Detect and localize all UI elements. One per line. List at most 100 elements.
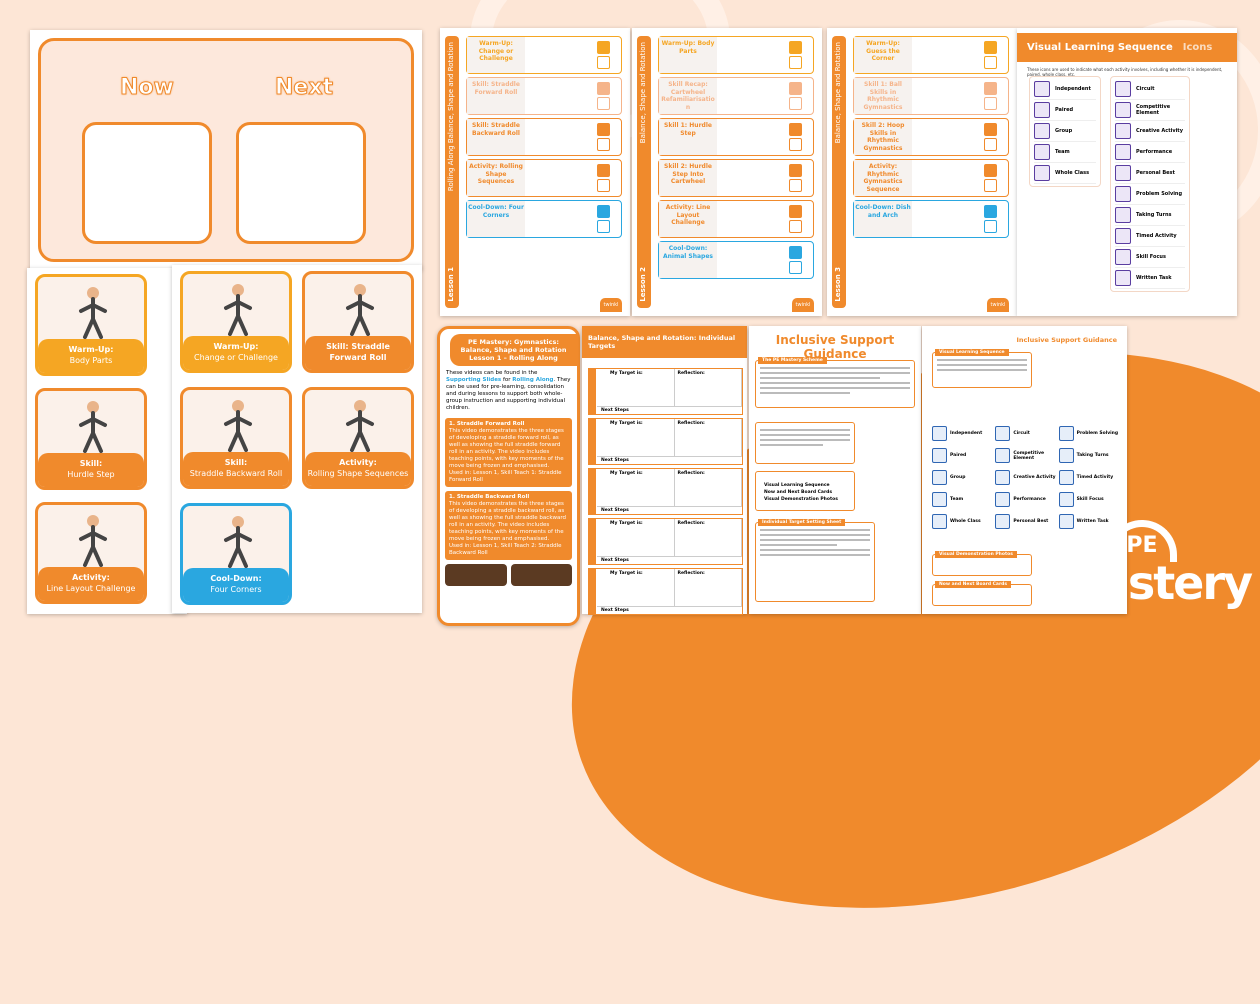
activity-icon [789,205,802,218]
step-illustration [717,37,789,73]
target-row[interactable]: My Target is:Reflection:Next Steps [588,368,743,415]
next-steps-field[interactable]: Next Steps [597,506,742,514]
sequence-step: Warm-Up: Change or Challenge [466,36,622,74]
skill-focus-icon [1115,249,1131,265]
activity-icon [789,41,802,54]
performance-icon [995,492,1011,507]
step-illustration [912,78,984,114]
circuit-icon [1115,81,1131,97]
icon-legend-item: Performance [1115,142,1185,163]
target-field[interactable]: My Target is: [596,469,675,514]
activity-icon [597,82,610,95]
card-title: Activity: [339,458,377,467]
activity-card[interactable]: Skill: Hurdle Step [35,388,147,490]
card-subtitle: Rolling Shape Sequences [307,469,409,478]
activity-icon [984,123,997,136]
video-page-intro: These videos can be found in the Support… [446,370,571,411]
target-field[interactable]: My Target is: [596,569,675,614]
reflection-field[interactable]: Reflection: [675,369,742,414]
activity-icon [789,82,802,95]
step-illustration [912,37,984,73]
team-icon [1034,144,1050,160]
guidance2-box-photos: Visual Demonstration Photos [932,551,1032,576]
card-subtitle: Change or Challenge [194,353,278,362]
target-row[interactable]: My Target is:Reflection:Next Steps [588,418,743,465]
next-steps-field[interactable]: Next Steps [597,556,742,564]
activity-card[interactable]: Warm-Up:Body Parts [35,274,147,376]
activity-icon [597,56,610,69]
activity-card[interactable]: Skill: Straddle Forward Roll [302,271,414,373]
lesson-side-title: Rolling Along Balance, Shape and Rotatio… [447,42,455,192]
personal-best-icon [995,514,1011,529]
activity-card[interactable]: Warm-Up: Change or Challenge [180,271,292,373]
step-illustration [525,119,597,155]
creative-activity-icon [995,470,1011,485]
next-label: Next [274,75,334,101]
sequence-step: Skill: Straddle Forward Roll [466,77,622,115]
activity-icon [597,41,610,54]
reflection-field[interactable]: Reflection: [675,419,742,464]
activity-icon [597,205,610,218]
next-steps-field[interactable]: Next Steps [597,406,742,414]
supporting-slides-link[interactable]: Supporting Slides [446,377,502,383]
target-field[interactable]: My Target is: [596,419,675,464]
icon-legend-item: Whole Class [932,512,995,531]
card-title: Skill: Straddle Forward Roll [326,342,390,362]
icon-legend-item: Circuit [1115,79,1185,100]
card-subtitle: Hurdle Step [67,470,115,479]
activity-card[interactable]: Skill:Straddle Backward Roll [180,387,292,489]
step-illustration [717,160,789,196]
sequence-step: Activity: Rhythmic Gymnastics Sequence [853,159,1009,197]
video-thumbnail-forward-roll[interactable] [445,564,507,586]
personal-best-icon [1115,165,1131,181]
step-title: Cool-Down: Animal Shapes [659,242,717,278]
step-illustration [912,201,984,237]
rolling-along-link[interactable]: Rolling Along [512,377,554,383]
activity-icon [789,164,802,177]
card-title: Skill: [79,459,103,468]
step-illustration [717,78,789,114]
step-title: Cool-Down: Dish and Arch [854,201,912,237]
icon-legend-item: Timed Activity [1058,468,1122,487]
activity-card[interactable]: Activity: Rolling Shape Sequences [302,387,414,489]
child-illustration [224,400,252,452]
icon-legend-item: Skill Focus [1115,247,1185,268]
target-field[interactable]: My Target is: [596,369,675,414]
child-illustration [79,287,107,339]
sequence-step: Skill 1: Ball Skills in Rhythmic Gymnast… [853,77,1009,115]
inclusive-guidance-page: Inclusive Support Guidance The PE Master… [749,326,921,614]
twinkl-logo: twinkl [792,298,814,312]
next-steps-field[interactable]: Next Steps [597,456,742,464]
video-page-subtitle: Lesson 1 – Rolling Along [469,354,558,362]
written-task-icon [1058,514,1074,529]
icon-legend-item: Independent [1034,79,1096,100]
target-row[interactable]: My Target is:Reflection:Next Steps [588,518,743,565]
activity-icon [789,246,802,259]
video-thumbnail-backward-roll[interactable] [510,564,572,586]
now-slot[interactable] [82,122,212,244]
next-slot[interactable] [236,122,366,244]
video-page-title: PE Mastery: Gymnastics: Balance, Shape a… [460,338,567,354]
activity-card[interactable]: Activity:Line Layout Challenge [35,502,147,604]
lesson-side-title: Balance, Shape and Rotation [834,42,842,144]
reflection-field[interactable]: Reflection: [675,469,742,514]
reflection-field[interactable]: Reflection: [675,569,742,614]
video1-used-in: Used in: Lesson 1, Skill Teach 1: Stradd… [449,470,562,483]
activity-card[interactable]: Cool-Down:Four Corners [180,503,292,605]
reflection-field[interactable]: Reflection: [675,519,742,564]
whole-class-icon [932,514,947,529]
performance-icon [1115,144,1131,160]
target-row[interactable]: My Target is:Reflection:Next Steps [588,468,743,515]
card-title: Warm-Up: [213,342,259,351]
icon-legend-item: Paired [932,446,995,465]
step-illustration [717,119,789,155]
next-steps-field[interactable]: Next Steps [597,606,742,614]
target-field[interactable]: My Target is: [596,519,675,564]
logo-mastery: Mastery [1055,556,1253,610]
lesson-side-banner: Rolling Along Balance, Shape and Rotatio… [445,36,459,308]
target-row[interactable]: My Target is:Reflection:Next Steps [588,568,743,615]
icon-legend-item: Team [1034,142,1096,163]
